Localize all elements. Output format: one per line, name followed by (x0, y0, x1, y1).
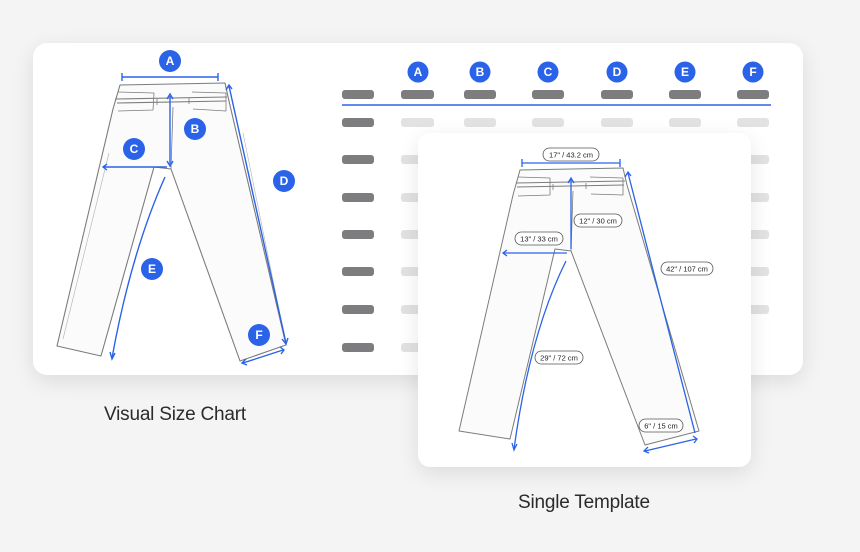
column-header-c: C (532, 61, 564, 99)
column-header-e: E (669, 61, 701, 99)
table-header-row: A B C D (342, 61, 769, 99)
single-template-graphic: 17" / 43.2 cm 12" / 30 cm 13" / 33 cm 42… (458, 147, 714, 454)
svg-text:E: E (681, 65, 689, 79)
svg-text:B: B (191, 122, 200, 136)
single-template-caption: Single Template (518, 492, 650, 513)
svg-text:D: D (613, 65, 622, 79)
column-header-b: B (464, 61, 496, 99)
svg-text:D: D (280, 174, 289, 188)
svg-text:F: F (255, 328, 262, 342)
badge-d: D (273, 170, 295, 192)
svg-text:B: B (476, 65, 485, 79)
single-template-card: 17" / 43.2 cm 12" / 30 cm 13" / 33 cm 42… (418, 133, 751, 467)
svg-text:A: A (166, 54, 175, 68)
svg-text:17" / 43.2 cm: 17" / 43.2 cm (549, 151, 593, 160)
badge-b: B (184, 118, 206, 140)
column-header-a: A (401, 61, 434, 99)
template-measurement-lines (501, 159, 698, 454)
pants-illustration (56, 82, 287, 362)
measurement-lines (101, 73, 289, 366)
measurement-label-waist: 17" / 43.2 cm (542, 147, 600, 162)
svg-text:29" / 72 cm: 29" / 72 cm (540, 354, 578, 363)
badge-c: C (123, 138, 145, 160)
badge-a: A (159, 50, 181, 72)
measurement-label-hem: 6" / 15 cm (638, 418, 684, 433)
visual-size-chart-graphic: A B C D E F A (56, 50, 771, 366)
badge-f: F (248, 324, 270, 346)
measurement-label-outseam: 42" / 107 cm (660, 261, 714, 276)
svg-text:6" / 15 cm: 6" / 15 cm (644, 422, 678, 431)
header-placeholder-label (342, 90, 374, 99)
visual-size-chart-caption: Visual Size Chart (104, 404, 246, 425)
svg-text:F: F (749, 65, 756, 79)
table-row (342, 118, 769, 127)
measurement-label-hip: 13" / 33 cm (514, 231, 564, 246)
svg-text:E: E (148, 262, 156, 276)
measurement-label-rise: 12" / 30 cm (573, 213, 623, 228)
svg-text:A: A (414, 65, 423, 79)
svg-text:C: C (544, 65, 553, 79)
svg-text:42" / 107 cm: 42" / 107 cm (666, 265, 708, 274)
column-header-d: D (601, 61, 633, 99)
measurement-label-inseam: 29" / 72 cm (534, 350, 584, 365)
badge-e: E (141, 258, 163, 280)
svg-text:13" / 33 cm: 13" / 33 cm (520, 235, 558, 244)
svg-text:12" / 30 cm: 12" / 30 cm (579, 217, 617, 226)
svg-text:C: C (130, 142, 139, 156)
column-header-f: F (737, 61, 769, 99)
